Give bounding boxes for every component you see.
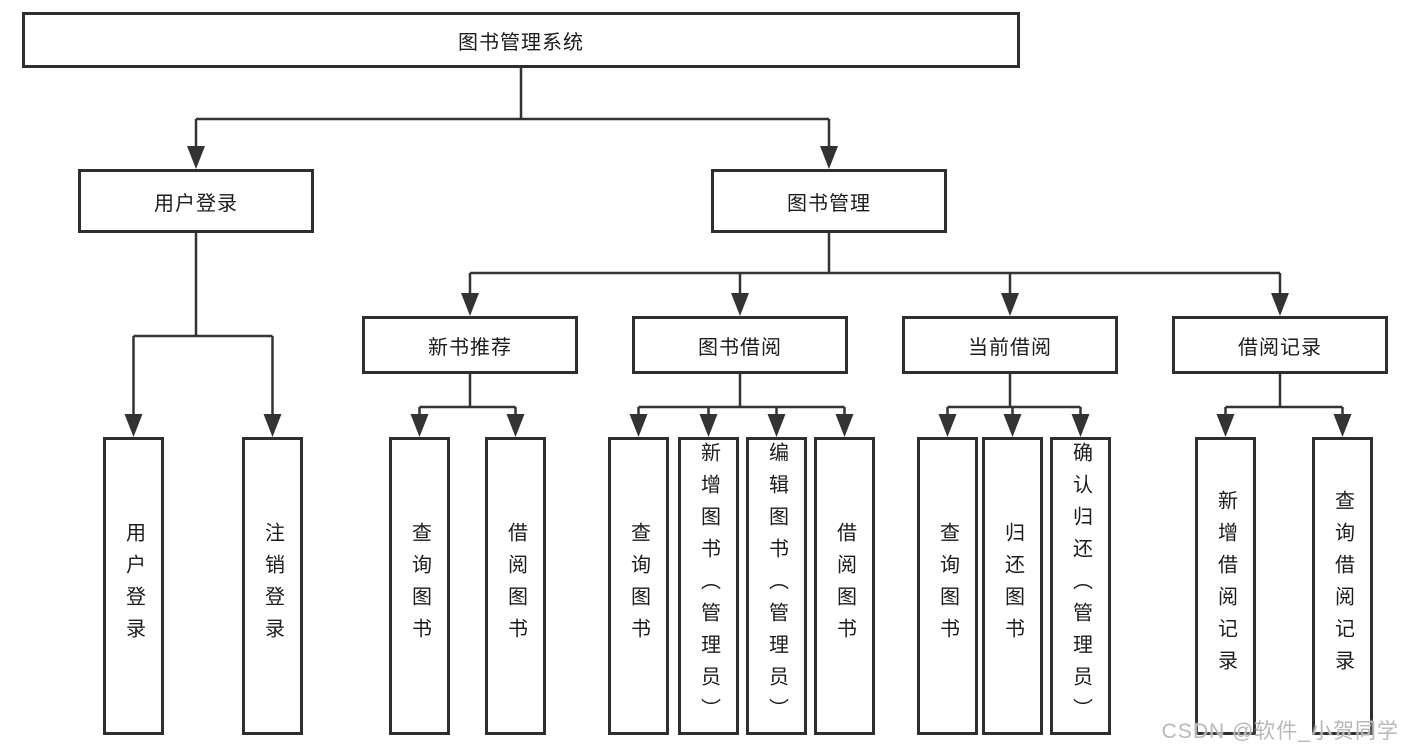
watermark-text: CSDN @软件_小贺同学 (1161, 720, 1399, 743)
node-label: 新书推荐 (428, 336, 512, 359)
node-label: 注销登录 (261, 522, 284, 650)
node-label: 借阅图书 (504, 522, 527, 650)
node-label: 用户登录 (122, 522, 145, 650)
node-user-login: 用户登录 (78, 169, 314, 233)
node-label: 确认归还（管理员） (1069, 442, 1092, 730)
node-label: 新增借阅记录 (1214, 490, 1237, 682)
leaf-query-borrow-record: 查询借阅记录 (1312, 437, 1373, 735)
leaf-query-books-borrowing: 查询图书 (608, 437, 669, 735)
node-label: 图书管理系统 (458, 31, 584, 54)
node-label: 查询图书 (627, 522, 650, 650)
leaf-edit-books-admin: 编辑图书（管理员） (746, 437, 807, 735)
leaf-add-borrow-record: 新增借阅记录 (1195, 437, 1256, 735)
leaf-borrow-books-recommend: 借阅图书 (485, 437, 546, 735)
node-label: 借阅记录 (1238, 336, 1322, 359)
node-label: 查询借阅记录 (1331, 490, 1354, 682)
leaf-borrow-books: 借阅图书 (814, 437, 875, 735)
node-current-borrowing: 当前借阅 (902, 316, 1118, 374)
node-book-borrowing: 图书借阅 (632, 316, 848, 374)
node-label: 图书借阅 (698, 336, 782, 359)
node-label: 查询图书 (936, 522, 959, 650)
leaf-query-books-current: 查询图书 (917, 437, 978, 735)
node-label: 用户登录 (154, 192, 238, 215)
node-root-library-management-system: 图书管理系统 (22, 12, 1020, 68)
leaf-logout: 注销登录 (242, 437, 303, 735)
node-book-management: 图书管理 (711, 169, 947, 233)
node-label: 当前借阅 (968, 336, 1052, 359)
leaf-query-books-recommend: 查询图书 (389, 437, 450, 735)
node-label: 借阅图书 (833, 522, 856, 650)
arrowheads (124, 146, 1352, 437)
leaf-user-login: 用户登录 (103, 437, 164, 735)
node-label: 归还图书 (1001, 522, 1024, 650)
node-label: 编辑图书（管理员） (765, 442, 788, 730)
leaf-add-books-admin: 新增图书（管理员） (678, 437, 739, 735)
node-new-book-recommendation: 新书推荐 (362, 316, 578, 374)
node-label: 查询图书 (408, 522, 431, 650)
node-label: 新增图书（管理员） (697, 442, 720, 730)
node-borrowing-records: 借阅记录 (1172, 316, 1388, 374)
node-label: 图书管理 (787, 192, 871, 215)
leaf-confirm-return-admin: 确认归还（管理员） (1050, 437, 1111, 735)
leaf-return-books: 归还图书 (982, 437, 1043, 735)
